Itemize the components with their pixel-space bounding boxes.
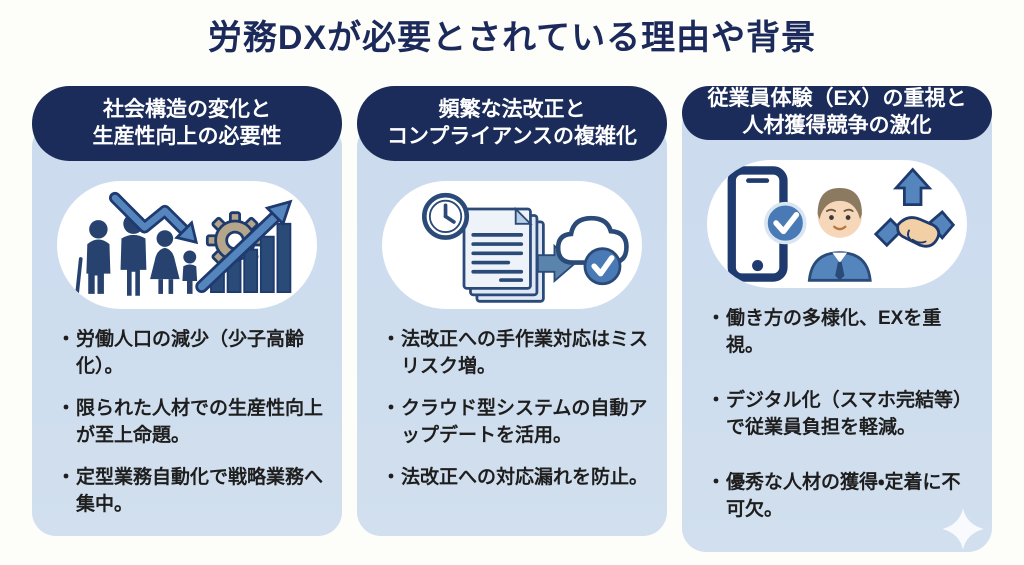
icon-oval bbox=[707, 159, 967, 288]
sparkle-icon bbox=[942, 508, 984, 550]
bullet-dot: ・ bbox=[56, 467, 76, 489]
bullet-text: クラウド型システムの自動アップデートを活用。 bbox=[401, 398, 648, 447]
list-item: ・ 定型業務自動化で戦略業務へ集中。 bbox=[56, 465, 324, 519]
list-item: ・ 法改正への対応漏れを防止。 bbox=[381, 465, 649, 492]
bullet-text: 法改正への手作業対応はミスリスク増。 bbox=[401, 329, 649, 378]
column-social-change-header: 社会構造の変化と 生産性向上の必要性 bbox=[32, 86, 342, 162]
bullet-text: 優秀な人材の獲得・定着に不可欠。 bbox=[726, 471, 961, 520]
bullet-text: デジタル化（スマホ完結等）で従業員負担を軽減。 bbox=[726, 389, 973, 438]
population-decline-productivity-icon bbox=[75, 192, 293, 296]
icon-oval bbox=[382, 181, 642, 310]
column-legal-compliance-body: ・ 法改正への手作業対応はミスリスク増。 ・ クラウド型システムの自動アップデー… bbox=[357, 123, 667, 537]
column-employee-experience: 従業員体験（EX）の重視と 人材獲得競争の激化 bbox=[682, 86, 992, 552]
bullet-dot: ・ bbox=[706, 471, 726, 493]
bullet-text: 定型業務自動化で戦略業務へ集中。 bbox=[76, 467, 324, 516]
employee-icon bbox=[807, 187, 872, 282]
bullet-list: ・ 法改正への手作業対応はミスリスク増。 ・ クラウド型システムの自動アップデー… bbox=[373, 325, 651, 492]
bullet-text: 法改正への対応漏れを防止。 bbox=[401, 467, 649, 489]
bullet-dot: ・ bbox=[706, 307, 726, 329]
bullet-text: 限られた人材での生産性向上が至上命題。 bbox=[76, 398, 324, 447]
right-arrow-icon bbox=[536, 244, 577, 284]
header-line: 人材獲得競争の激化 bbox=[742, 114, 932, 138]
bullet-dot: ・ bbox=[706, 389, 726, 411]
bullet-dot: ・ bbox=[56, 398, 76, 420]
list-item: ・ 優秀な人材の獲得・定着に不可欠。 bbox=[706, 470, 974, 524]
list-item: ・ クラウド型システムの自動アップデートを活用。 bbox=[381, 396, 649, 450]
column-legal-compliance-header: 頻繁な法改正と コンプライアンスの複雑化 bbox=[357, 86, 667, 162]
list-item: ・ デジタル化（スマホ完結等）で従業員負担を軽減。 bbox=[706, 388, 974, 442]
header-line: 従業員体験（EX）の重視と bbox=[707, 87, 967, 111]
bullet-dot: ・ bbox=[381, 467, 401, 489]
header-line: コンプライアンスの複雑化 bbox=[386, 124, 638, 148]
column-employee-experience-body: ・ 働き方の多様化、EXを重視。 ・ デジタル化（スマホ完結等）で従業員負担を軽… bbox=[682, 101, 992, 552]
mobile-employee-handshake-icon bbox=[727, 166, 956, 282]
bullet-text: 働き方の多様化、EXを重視。 bbox=[726, 307, 942, 356]
people-group-icon bbox=[75, 213, 198, 296]
header-line: 社会構造の変化と bbox=[103, 97, 271, 121]
column-social-change: 社会構造の変化と 生産性向上の必要性 bbox=[32, 86, 342, 537]
bullet-dot: ・ bbox=[381, 398, 401, 420]
documents-to-cloud-icon bbox=[422, 193, 629, 303]
icon-oval bbox=[57, 181, 317, 310]
bullet-dot: ・ bbox=[56, 329, 76, 351]
bullet-list: ・ 労働人口の減少（少子高齢化）。 ・ 限られた人材での生産性向上が至上命題。 … bbox=[48, 325, 326, 519]
header-line: 頻繁な法改正と bbox=[438, 97, 586, 121]
bar-chart-icon bbox=[210, 223, 292, 294]
decline-arrow-icon bbox=[108, 192, 199, 245]
document-lines bbox=[471, 233, 524, 283]
check-circle-icon bbox=[583, 247, 622, 286]
list-item: ・ 限られた人材での生産性向上が至上命題。 bbox=[56, 396, 324, 450]
handshake-icon bbox=[873, 167, 956, 248]
bullet-text: 労働人口の減少（少子高齢化）。 bbox=[76, 329, 305, 378]
clock-icon bbox=[422, 193, 470, 241]
column-social-change-body: ・ 労働人口の減少（少子高齢化）。 ・ 限られた人材での生産性向上が至上命題。 … bbox=[32, 123, 342, 537]
growth-arrow-icon bbox=[195, 199, 293, 294]
page-title: 労務DXが必要とされている理由や背景 bbox=[207, 19, 817, 57]
column-employee-experience-header: 従業員体験（EX）の重視と 人材獲得競争の激化 bbox=[682, 86, 992, 140]
list-item: ・ 法改正への手作業対応はミスリスク増。 bbox=[381, 327, 649, 381]
up-arrow-icon bbox=[892, 167, 933, 206]
header-line: 生産性向上の必要性 bbox=[92, 124, 282, 148]
columns-row: 社会構造の変化と 生産性向上の必要性 bbox=[0, 86, 1024, 552]
bullet-dot: ・ bbox=[381, 329, 401, 351]
check-badge-icon bbox=[764, 201, 807, 245]
list-item: ・ 働き方の多様化、EXを重視。 bbox=[706, 306, 974, 360]
bullet-list: ・ 働き方の多様化、EXを重視。 ・ デジタル化（スマホ完結等）で従業員負担を軽… bbox=[698, 304, 976, 524]
list-item: ・ 労働人口の減少（少子高齢化）。 bbox=[56, 327, 324, 381]
column-legal-compliance: 頻繁な法改正と コンプライアンスの複雑化 bbox=[357, 86, 667, 537]
